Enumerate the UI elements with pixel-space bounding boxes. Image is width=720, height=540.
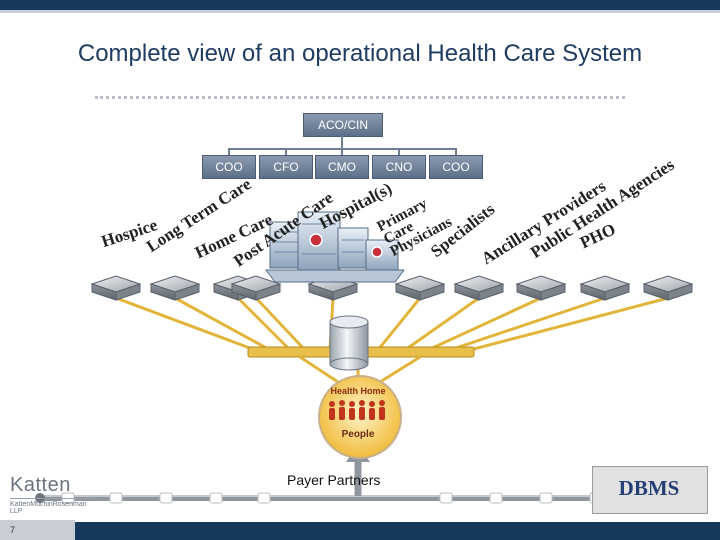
katten-logo: Katten: [10, 474, 71, 496]
org-connector: [341, 136, 343, 149]
slide-title: Complete view of an operational Health C…: [77, 40, 643, 67]
org-box-cno: CNO: [372, 155, 426, 179]
people-label: People: [341, 429, 375, 440]
connection-lines: [115, 296, 669, 352]
page-number: 7: [10, 525, 16, 535]
org-connector: [285, 148, 287, 156]
org-box-cfo: CFO: [259, 155, 313, 179]
payer-partners-label: Payer Partners: [287, 472, 381, 488]
top-banner: [0, 0, 720, 10]
hospital-buildings-icon: [265, 211, 405, 283]
top-banner-accent: [0, 10, 720, 13]
org-root-aco-cin: ACO/CIN: [303, 113, 383, 137]
pipeline-connector-icons: [61, 492, 653, 504]
bottom-banner: [0, 522, 720, 540]
org-box-coo: COO: [202, 155, 256, 179]
dbms-logo: DBMS: [618, 476, 680, 500]
people-group-icon: [329, 400, 385, 420]
database-server-icon: [329, 315, 369, 371]
org-connector: [228, 148, 230, 156]
katten-logo-subtitle: KattenMuchinRosenman LLP: [10, 498, 98, 515]
network-node-icons: [90, 275, 694, 301]
org-connector: [341, 148, 343, 156]
health-home-ring-text: Health Home: [330, 386, 386, 396]
org-box-coo-2: COO: [429, 155, 483, 179]
title-divider: [95, 96, 625, 99]
dbms-logo-box: [592, 466, 708, 514]
org-connector: [398, 148, 400, 156]
org-connector: [455, 148, 457, 156]
org-box-cmo: CMO: [315, 155, 369, 179]
page-number-box: [0, 520, 75, 540]
